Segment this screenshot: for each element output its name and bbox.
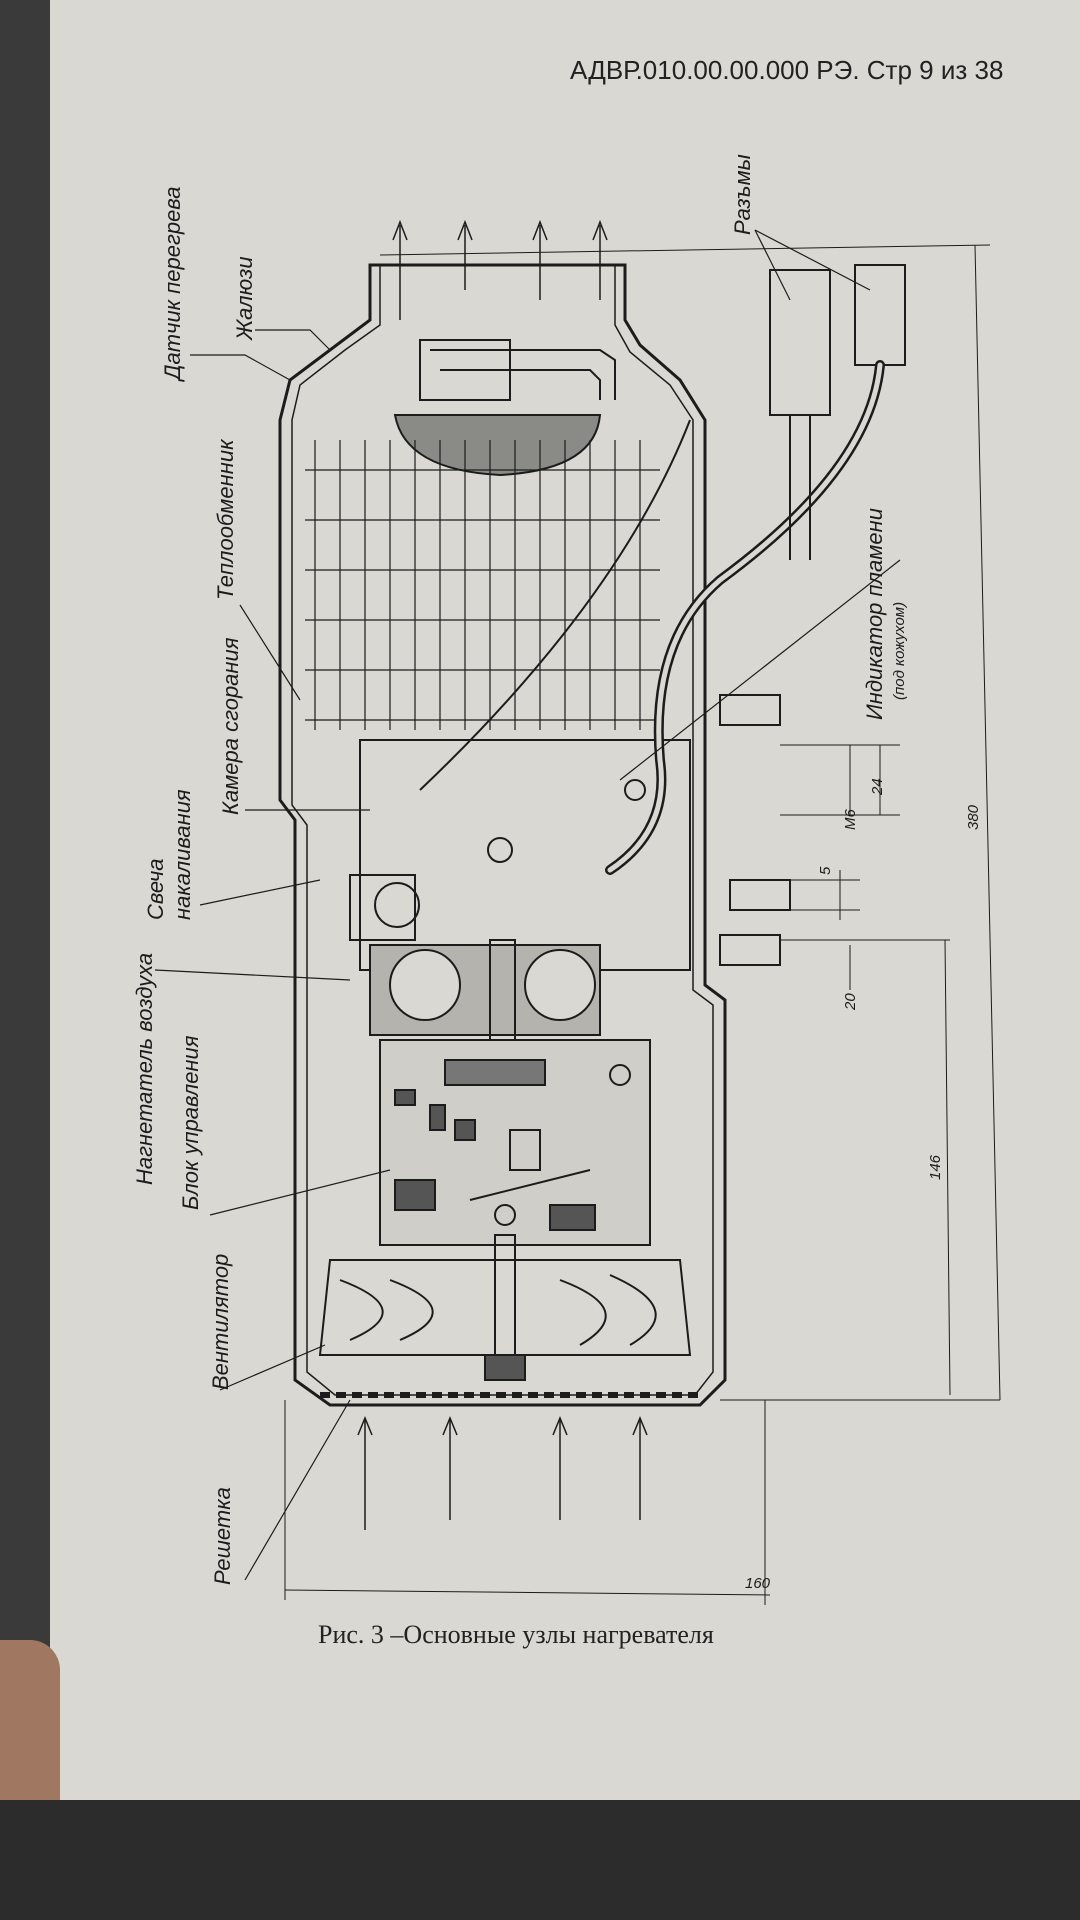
label-air-blower: Нагнетатель воздуха	[132, 953, 157, 1185]
air-blower	[369, 939, 601, 1041]
dim-m6: M6	[842, 809, 859, 830]
dim-24: 24	[869, 778, 886, 796]
label-glow-plug-1: Свеча	[143, 858, 168, 920]
figure-caption: Рис. 3 –Основные узлы нагревателя	[318, 1620, 714, 1649]
label-fan: Вентилятор	[208, 1254, 233, 1390]
dim-146: 146	[927, 1154, 944, 1180]
label-louvers: Жалюзи	[232, 256, 257, 341]
dim-20: 20	[842, 993, 859, 1011]
flame-indicator-cable	[605, 360, 885, 875]
connector-1	[769, 269, 831, 416]
label-grille: Решетка	[210, 1487, 235, 1585]
heat-exchanger-fins	[305, 440, 660, 730]
combustion-chamber	[359, 739, 691, 971]
label-combustion-chamber: Камера сгорания	[218, 637, 243, 815]
dim-5: 5	[817, 866, 834, 875]
label-overheat-sensor: Датчик перегрева	[160, 186, 185, 383]
dim-160: 160	[745, 1575, 771, 1592]
label-glow-plug-2: накаливания	[170, 789, 195, 920]
glow-plug	[349, 874, 416, 941]
label-heat-exchanger: Теплообменник	[213, 438, 238, 600]
burner-head	[393, 414, 602, 477]
fan	[318, 1234, 692, 1381]
connector-2	[854, 264, 906, 366]
label-flame-indicator-2: (под кожухом)	[891, 602, 908, 700]
label-connectors: Разъмы	[730, 154, 755, 235]
dim-380: 380	[965, 804, 982, 830]
airflow-arrows	[357, 219, 648, 1530]
label-control-unit: Блок управления	[178, 1035, 203, 1210]
control-unit-board	[379, 1039, 651, 1246]
page-header: АДВР.010.00.00.000 РЭ. Стр 9 из 38	[570, 55, 1004, 85]
label-flame-indicator-1: Индикатор пламени	[862, 508, 887, 720]
background-edge	[0, 1800, 1080, 1920]
